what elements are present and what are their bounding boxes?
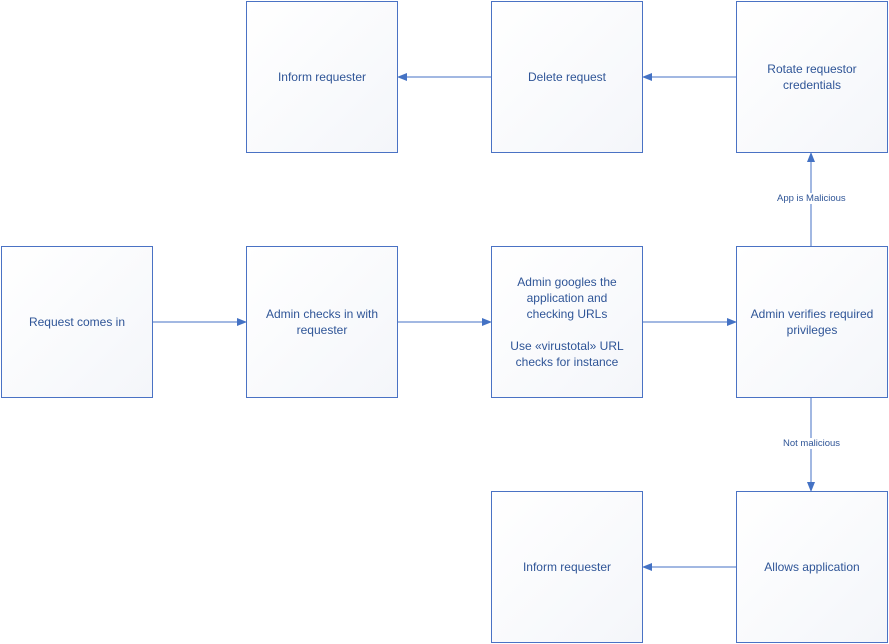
edge-label-not-malicious: Not malicious xyxy=(781,438,843,449)
node-rotate-credentials: Rotate requestor credentials xyxy=(736,1,888,153)
node-admin-googles-label: Admin googles the application and checki… xyxy=(517,275,617,321)
node-inform-requester-top-label: Inform requester xyxy=(277,70,367,84)
node-inform-requester-top: Inform requester xyxy=(246,1,398,153)
node-request-comes-in-label: Request comes in xyxy=(28,315,126,329)
node-admin-verifies: Admin verifies required privileges xyxy=(736,246,888,398)
node-virustotal-note: Use «virustotal» URL checks for instance xyxy=(510,339,624,369)
node-rotate-credentials-label: Rotate requestor credentials xyxy=(767,62,857,92)
node-admin-checks-in-label: Admin checks in with requester xyxy=(265,307,379,337)
node-delete-request-label: Delete request xyxy=(527,70,607,84)
node-inform-requester-bottom-label: Inform requester xyxy=(522,560,612,574)
node-request-comes-in: Request comes in xyxy=(1,246,153,398)
node-admin-checks-in: Admin checks in with requester xyxy=(246,246,398,398)
node-inform-requester-bottom: Inform requester xyxy=(491,491,643,643)
node-delete-request: Delete request xyxy=(491,1,643,153)
node-allows-application-label: Allows application xyxy=(764,560,860,574)
edge-label-malicious: App is Malicious xyxy=(775,193,848,204)
node-admin-verifies-label: Admin verifies required privileges xyxy=(750,307,874,337)
node-admin-googles: Admin googles the application and checki… xyxy=(491,246,643,398)
node-allows-application: Allows application xyxy=(736,491,888,643)
